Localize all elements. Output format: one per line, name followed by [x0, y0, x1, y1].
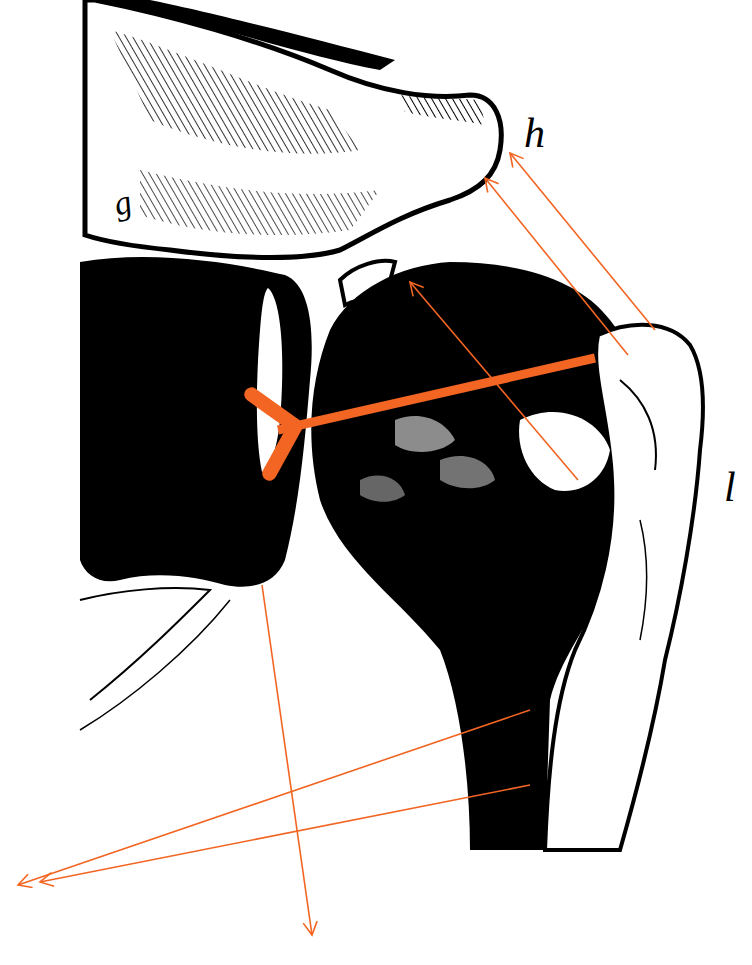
part-letter: l — [722, 466, 738, 508]
part-letter: h — [522, 112, 547, 154]
